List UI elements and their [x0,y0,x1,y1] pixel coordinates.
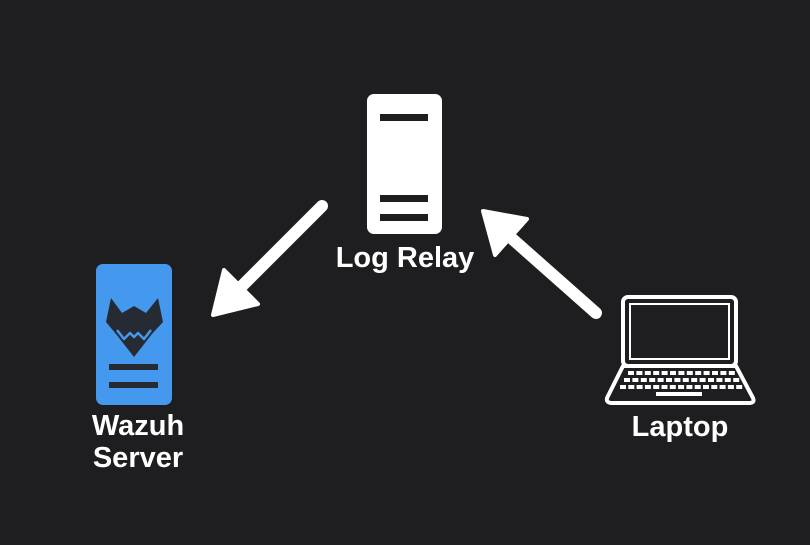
laptop-key [719,385,726,389]
log-relay-server-icon [367,94,442,234]
laptop-key [653,385,660,389]
laptop-key [736,385,743,389]
laptop-key [699,378,706,382]
wazuh-wolf-logo-icon [106,298,163,357]
laptop-key [670,371,676,375]
laptop-key [649,378,656,382]
laptop-key [682,378,689,382]
laptop-key [669,385,676,389]
laptop-key [661,371,668,375]
wazuh-server-icon [96,264,172,405]
laptop-key [628,371,634,375]
laptop-key [632,378,639,382]
laptop-key [712,371,718,375]
laptop-key [703,371,710,375]
laptop-key [644,371,651,375]
laptop-key [686,371,693,375]
laptop-key [678,371,685,375]
laptop-key [691,378,698,382]
arrow-laptop-to-relay [481,209,602,319]
laptop-key [666,378,672,382]
laptop-key [703,385,709,389]
laptop-key [711,385,718,389]
laptop-key [657,378,664,382]
laptop-key [636,371,643,375]
laptop-key [727,385,734,389]
laptop-key [661,385,668,389]
laptop-key [640,378,647,382]
laptop-key [708,378,714,382]
laptop-key [624,378,630,382]
laptop-spacebar [656,392,702,396]
laptop-label: Laptop [631,411,729,443]
wazuh-server-label: Wazuh Server [70,410,206,474]
laptop-key [674,378,681,382]
log-relay-label: Log Relay [335,242,475,274]
laptop-key [694,385,701,389]
laptop-key [733,378,740,382]
laptop-key [716,378,723,382]
laptop-icon [604,295,756,405]
laptop-key [678,385,685,389]
laptop-key [720,371,727,375]
laptop-key [724,378,731,382]
laptop-key [695,371,702,375]
laptop-key [686,385,693,389]
laptop-key [644,385,651,389]
laptop-key [653,371,660,375]
laptop-key [620,385,626,389]
wazuh-server-label-line1: Wazuh [91,410,185,442]
laptop-key [636,385,643,389]
arrow-relay-to-wazuh [211,200,328,317]
laptop-key [728,371,735,375]
laptop-key [628,385,635,389]
wazuh-server-label-line2: Server [92,442,184,474]
laptop-keyboard [620,371,743,396]
